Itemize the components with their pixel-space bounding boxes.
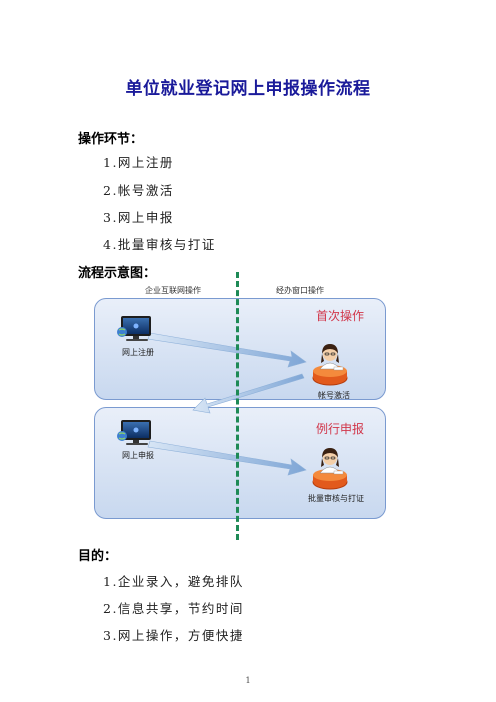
computer-icon bbox=[117, 420, 151, 445]
goal-item-3: 3.网上操作，方便快捷 bbox=[103, 628, 244, 643]
operation-item-2: 2.帐号激活 bbox=[103, 183, 174, 198]
arrow-activate-to-declare bbox=[192, 373, 305, 414]
operation-item-1: 1.网上注册 bbox=[103, 155, 174, 170]
clerk-icon bbox=[312, 448, 348, 490]
document-title: 单位就业登记网上申报操作流程 bbox=[125, 79, 371, 99]
routine-declaration-title: 例行申报 bbox=[316, 422, 365, 436]
goal-item-1: 1.企业录入，避免排队 bbox=[103, 574, 244, 589]
arrow-register-to-activate bbox=[147, 332, 307, 368]
goals-heading: 目的： bbox=[78, 549, 118, 564]
operation-item-3: 3.网上申报 bbox=[103, 210, 174, 225]
step-declare-label: 网上申报 bbox=[122, 451, 154, 460]
lane-label-enterprise: 企业互联网操作 bbox=[145, 286, 201, 295]
goal-item-2: 2.信息共享，节约时间 bbox=[103, 601, 244, 616]
operation-item-4: 4.批量审核与打证 bbox=[103, 237, 216, 252]
lane-label-counter: 经办窗口操作 bbox=[276, 286, 324, 295]
clerk-icon bbox=[312, 344, 348, 386]
first-operation-title: 首次操作 bbox=[316, 309, 365, 323]
arrow-declare-to-audit bbox=[147, 440, 307, 476]
step-activate-label: 帐号激活 bbox=[318, 391, 350, 400]
page-number: 1 bbox=[245, 676, 251, 685]
computer-icon bbox=[117, 316, 151, 341]
step-audit-label: 批量审核与打证 bbox=[308, 494, 364, 503]
step-register-label: 网上注册 bbox=[122, 348, 154, 357]
lane-divider bbox=[236, 272, 239, 540]
flow-diagram-heading: 流程示意图： bbox=[78, 266, 157, 281]
operations-heading: 操作环节： bbox=[78, 132, 144, 147]
